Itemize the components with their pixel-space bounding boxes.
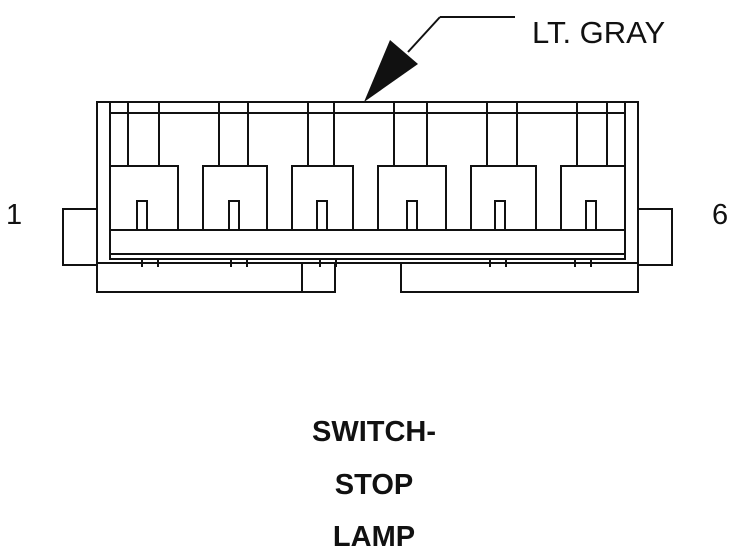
pin-label-right: 6 <box>712 199 728 231</box>
contact-slot <box>316 200 328 231</box>
terminal-cavity <box>247 101 309 231</box>
side-tab-left <box>62 208 98 266</box>
corner-post-right <box>606 101 626 167</box>
contact-slot <box>585 200 597 231</box>
lower-skirt <box>96 263 639 293</box>
caption-line-1: SWITCH- <box>312 416 436 448</box>
terminal-cavity <box>516 101 578 231</box>
skirt-ticks <box>141 259 592 267</box>
terminal-cavity <box>333 101 395 231</box>
color-label: LT. GRAY <box>532 15 665 50</box>
side-tab-right <box>637 208 673 266</box>
pin-label-left: 1 <box>6 199 22 231</box>
terminal-cavity <box>158 101 220 231</box>
contact-slot <box>406 200 418 231</box>
arrow-shaft <box>407 16 441 53</box>
connector-body <box>62 101 673 293</box>
caption-line-2: STOP <box>335 469 413 501</box>
contact-slots <box>136 200 597 231</box>
terminal-cavity <box>426 101 488 231</box>
locking-bar <box>109 229 626 255</box>
contact-slot <box>228 200 240 231</box>
caption-line-3: LAMP <box>333 521 415 553</box>
housing-inner <box>109 112 626 260</box>
contact-slot <box>136 200 148 231</box>
contact-slot <box>494 200 506 231</box>
arrow-head <box>364 40 418 102</box>
corner-post-left <box>109 101 129 167</box>
